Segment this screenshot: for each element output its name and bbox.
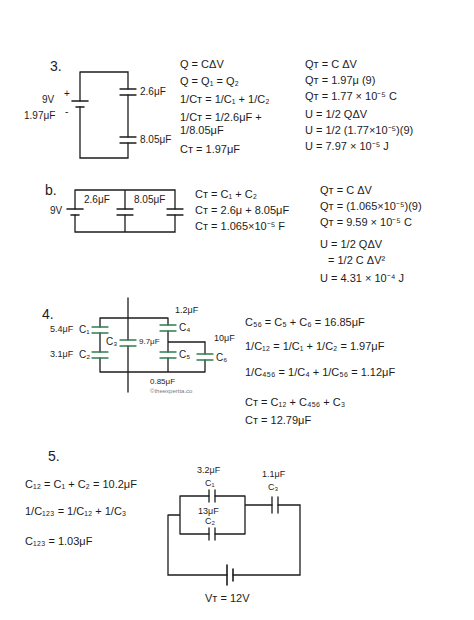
wire <box>168 496 300 575</box>
capacitor-name: C₅ <box>179 349 190 361</box>
watermark: ©theexpertta.co <box>150 388 192 395</box>
equation: Qᴛ = (1.065×10⁻⁵)(9) <box>320 200 422 213</box>
equation: Qᴛ = 9.59 × 10⁻⁵ C <box>320 216 412 229</box>
capacitor-name: C₁ <box>79 324 90 336</box>
component-value: 9.7μF <box>139 337 160 347</box>
battery-symbol <box>72 101 88 107</box>
component-value: 1.1μF <box>262 469 285 480</box>
problem-number: 4. <box>42 306 54 323</box>
component-value: 2.6μF <box>140 86 166 98</box>
capacitor-name: C₂ <box>205 516 215 527</box>
equation: U = 1/2 (1.77×10⁻⁵)(9) <box>305 124 413 137</box>
problem-number: 5. <box>48 448 60 465</box>
equation: 1/Cᴛ = 1/2.6μF + 1/8.05μF <box>180 111 298 137</box>
component-value: 0.85μF <box>150 377 175 387</box>
equation: Cᴛ = 1.065×10⁻⁵ F <box>195 220 285 233</box>
component-value: 1.97μF <box>24 110 55 122</box>
equation: U = 1/2 QΔV <box>320 238 382 251</box>
wire <box>80 72 128 158</box>
equation: Cᴛ = 2.6μ + 8.05μF <box>195 204 289 217</box>
battery-symbol <box>67 209 83 215</box>
equation: = 1/2 C ΔV² <box>328 254 385 267</box>
capacitor-symbol <box>117 209 183 215</box>
equation: Qᴛ = 1.97μ (9) <box>305 74 375 87</box>
equation: C₁₂ = C₁ + C₂ = 10.2μF <box>25 478 137 491</box>
wire <box>75 190 175 232</box>
equation: U = 7.97 × 10⁻⁵ J <box>305 140 389 153</box>
equation: Cᴛ = 1.97μF <box>180 143 240 156</box>
equation: Qᴛ = C ΔV <box>305 58 357 71</box>
component-value: 1.2μF <box>175 305 198 316</box>
equation: Qᴛ = C ΔV <box>320 184 372 197</box>
equation: 1/Cᴛ = 1/C₁ + 1/C₂ <box>180 93 269 106</box>
capacitor-name: C₁ <box>205 478 215 489</box>
equation: 1/C₁₂ = 1/C₁ + 1/C₂ = 1.97μF <box>245 340 384 353</box>
capacitor-symbol <box>209 490 278 540</box>
equation: Qᴛ = 1.77 × 10⁻⁵ C <box>305 90 397 103</box>
capacitor-name: C₆ <box>216 352 227 364</box>
component-value: 2.6μF <box>84 194 110 206</box>
component-value: 5.4μF <box>50 324 73 335</box>
component-value: 9V <box>50 205 62 217</box>
equation: Cᴛ = 12.79μF <box>245 414 311 427</box>
capacitor-name: C₃ <box>106 336 117 348</box>
capacitor-symbol <box>92 325 213 360</box>
component-value: 3.1μF <box>50 349 73 360</box>
polarity-sign: - <box>65 106 68 118</box>
battery-symbol <box>227 565 233 585</box>
capacitor-name: C₃ <box>268 482 278 493</box>
component-value: 13μF <box>198 506 219 517</box>
problem-number: b. <box>45 182 57 199</box>
equation: Cᴛ = C₁ + C₂ <box>195 188 257 201</box>
equation: C₅₆ = C₅ + C₆ = 16.85μF <box>245 316 365 329</box>
equation: Q = Q₁ = Q₂ <box>180 75 239 88</box>
capacitor-name: C₂ <box>79 349 90 361</box>
capacitor-symbol <box>120 89 136 143</box>
equation: C₁₂₃ = 1.03μF <box>25 535 92 548</box>
equation: Vᴛ = 12V <box>205 592 249 605</box>
component-value: 10μF <box>214 333 235 344</box>
equation: Cᴛ = C₁₂ + C₄₅₆ + C₃ <box>245 396 345 409</box>
component-value: 9V <box>42 94 54 106</box>
capacitor-name: C₄ <box>179 322 190 334</box>
problem-number: 3. <box>50 58 62 75</box>
polarity-sign: + <box>64 88 70 100</box>
equation: U = 4.31 × 10⁻⁴ J <box>320 272 404 285</box>
component-value: 8.05μF <box>134 194 165 206</box>
equation: Q = CΔV <box>180 58 224 71</box>
wire <box>100 298 205 392</box>
component-value: 8.05μF <box>140 134 171 146</box>
equation: 1/C₁₂₃ = 1/C₁₂ + 1/C₃ <box>25 505 126 518</box>
component-value: 3.2μF <box>197 465 220 476</box>
equation: U = 1/2 QΔV <box>305 108 367 121</box>
equation: 1/C₄₅₆ = 1/C₄ + 1/C₅₆ = 1.12μF <box>245 366 395 379</box>
